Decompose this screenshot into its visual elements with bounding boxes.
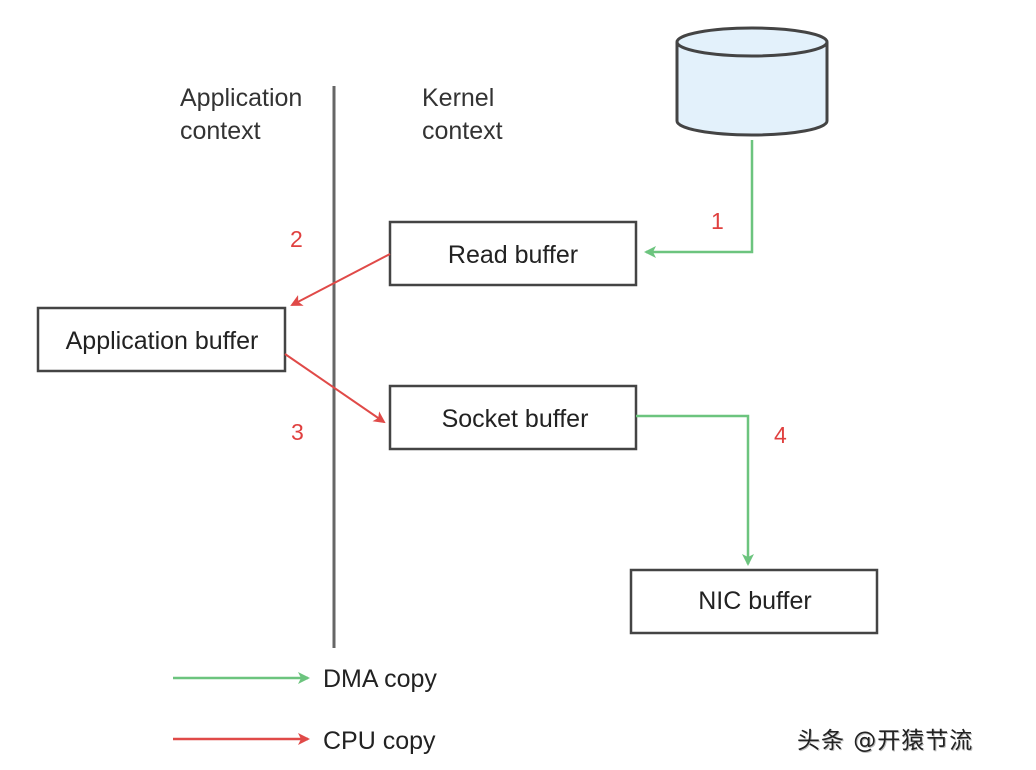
application-context-label-line1: Application — [180, 84, 302, 112]
nic-buffer-box: NIC buffer — [629, 568, 879, 635]
watermark: 头条 @开猿节流 — [797, 728, 974, 754]
kernel-context-label-line1: Kernel — [422, 84, 494, 112]
dma-arrow-disk-to-read-buffer — [644, 140, 754, 258]
legend-cpu-label: CPU copy — [323, 727, 436, 755]
read-buffer-box: Read buffer — [388, 220, 638, 287]
legend-dma-label: DMA copy — [323, 665, 437, 693]
read-buffer-label: Read buffer — [448, 241, 578, 269]
step-1-label: 1 — [711, 208, 724, 234]
application-context-label-line2: context — [180, 117, 261, 145]
cpu-arrow-application-to-socket-buffer — [284, 353, 386, 424]
nic-buffer-label: NIC buffer — [698, 587, 811, 615]
legend: DMA copy CPU copy — [173, 665, 437, 755]
disk-icon — [675, 26, 829, 137]
application-buffer-box: Application buffer — [36, 306, 287, 373]
socket-buffer-label: Socket buffer — [442, 405, 589, 433]
socket-buffer-box: Socket buffer — [388, 384, 638, 451]
cpu-arrow-read-to-application-buffer — [290, 253, 391, 306]
step-3-label: 3 — [291, 419, 304, 445]
step-2-label: 2 — [290, 226, 303, 252]
kernel-context-label-line2: context — [422, 117, 503, 145]
application-buffer-label: Application buffer — [66, 327, 259, 355]
dma-arrow-socket-to-nic-buffer — [636, 414, 754, 566]
step-4-label: 4 — [774, 422, 787, 448]
